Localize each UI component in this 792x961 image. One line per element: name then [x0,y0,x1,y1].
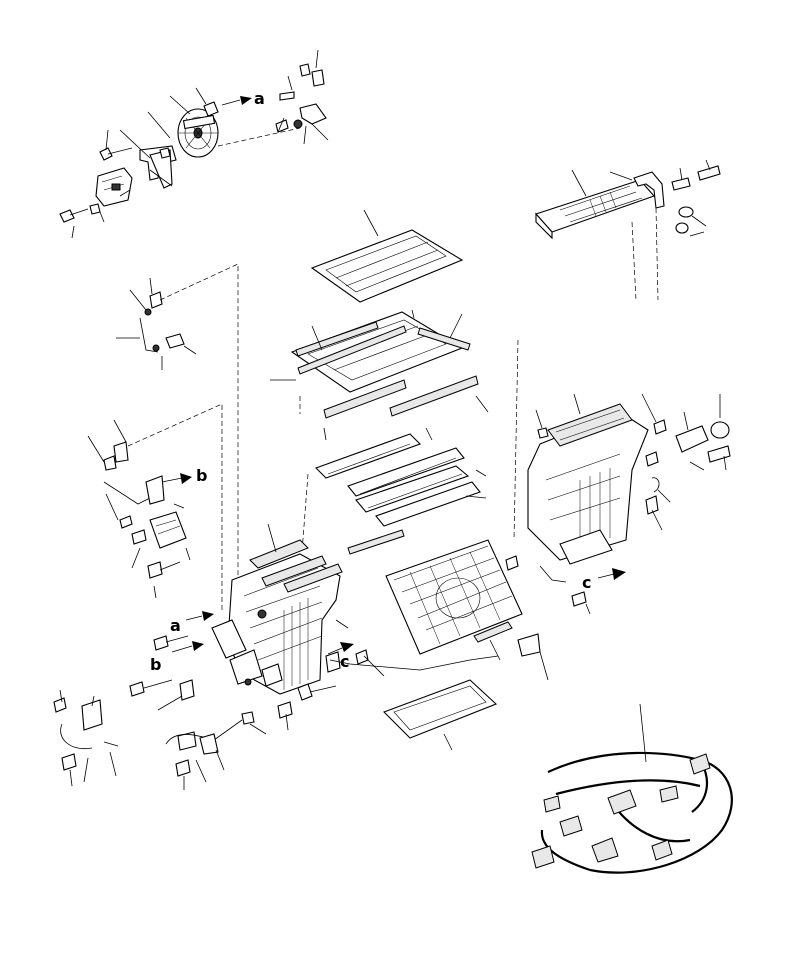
screw-icon [59,147,133,223]
heater-core-icon [535,179,655,240]
callout-b-top: b [196,466,207,485]
sensor-group [53,689,267,790]
filter-icon [310,229,464,303]
callout-c-center: c [340,652,349,671]
blower-motor-icon [177,108,219,158]
actuator-icon [95,167,133,207]
right-case-group: c [505,393,731,615]
wire-harness-icon [531,703,733,874]
callout-a-top: a [254,89,265,108]
filter-stack-group [270,209,549,751]
evaporator-icon [385,539,523,655]
blower-assembly-group: a [59,49,329,239]
main-case-group: a b c [129,523,499,731]
left-parts-group: b [87,263,239,610]
callout-a-lower: a [170,616,181,635]
gasket-icon [383,679,498,739]
callout-c-right: c [582,573,591,592]
heater-core-group [535,159,721,301]
callout-b-lower: b [150,655,161,674]
